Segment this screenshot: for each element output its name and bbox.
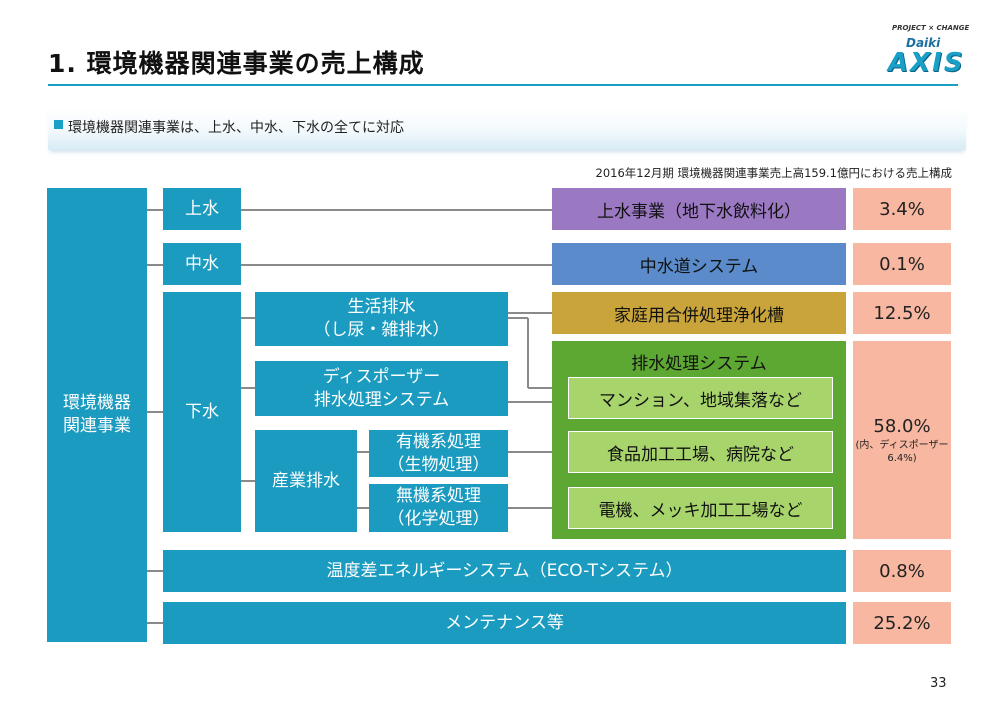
product-thermal-energy-system: 温度差エネルギーシステム（ECO-Tシステム） [163,550,846,592]
summary-band [48,108,966,150]
product-maintenance: メンテナンス等 [163,602,846,644]
source-inorganic-treatment: 無機系処理 （化学処理） [369,484,508,532]
product-upper-water-business: 上水事業（地下水飲料化） [552,188,846,230]
logo-axis-text: AXIS [888,48,965,78]
share-drainage-note-line2: 6.4%) [887,452,917,464]
source-domestic-wastewater: 生活排水 （し尿・雑排水） [255,292,508,346]
target-food-factory-hospital: 食品加工工場、病院など [568,431,833,473]
disposer-line1: ディスポーザー [322,366,441,387]
source-organic-treatment: 有機系処理 （生物処理） [369,430,508,477]
drainage-system-title: 排水処理システム [631,354,767,374]
share-septic-tank: 12.5% [853,292,951,334]
domestic-line1: 生活排水 [347,297,416,318]
source-disposer-system: ディスポーザー 排水処理システム [255,361,508,416]
product-middle-water-system: 中水道システム [552,243,846,285]
summary-text: 環境機器関連事業は、上水、中水、下水の全てに対応 [68,120,404,136]
share-thermal-energy: 0.8% [853,550,951,592]
logo-daiki-text: Daiki [906,36,941,50]
share-drainage-value: 58.0% [873,415,931,437]
root-label-line2: 関連事業 [63,416,131,436]
disposer-line2: 排水処理システム [313,389,450,410]
target-electric-plating-factory: 電機、メッキ加工工場など [568,487,833,529]
target-mansion-community: マンション、地域集落など [568,377,833,419]
source-industrial-wastewater: 産業排水 [255,430,357,532]
daiki-axis-logo: PROJECT × CHANGE Daiki AXIS [870,20,980,80]
title-divider [48,84,958,86]
organic-line1: 有機系処理 [396,431,481,452]
logo-tagline: PROJECT × CHANGE [892,24,970,32]
inorganic-line1: 無機系処理 [396,486,481,507]
category-upper-water: 上水 [163,188,241,230]
inorganic-line2: （化学処理） [387,509,490,529]
share-drainage-system: 58.0% (内、ディスポーザー 6.4%) [853,341,951,539]
chart-caption: 2016年12月期 環境機器関連事業売上高159.1億円における売上構成 [595,166,952,180]
root-environmental-equipment: 環境機器 関連事業 [47,188,147,642]
product-household-septic-tank: 家庭用合併処理浄化槽 [552,292,846,334]
square-bullet-icon [54,120,63,129]
domestic-line2: （し尿・雑排水） [313,320,450,340]
page-title: 1. 環境機器関連事業の売上構成 [48,49,425,78]
category-lower-water: 下水 [163,292,241,532]
share-middle-water: 0.1% [853,243,951,285]
root-label-line1: 環境機器 [63,393,131,414]
share-drainage-note-line1: (内、ディスポーザー [855,439,949,451]
page-number: 33 [930,676,947,691]
share-maintenance: 25.2% [853,602,951,644]
share-upper-water: 3.4% [853,188,951,230]
category-middle-water: 中水 [163,243,241,285]
organic-line2: （生物処理） [387,454,490,475]
